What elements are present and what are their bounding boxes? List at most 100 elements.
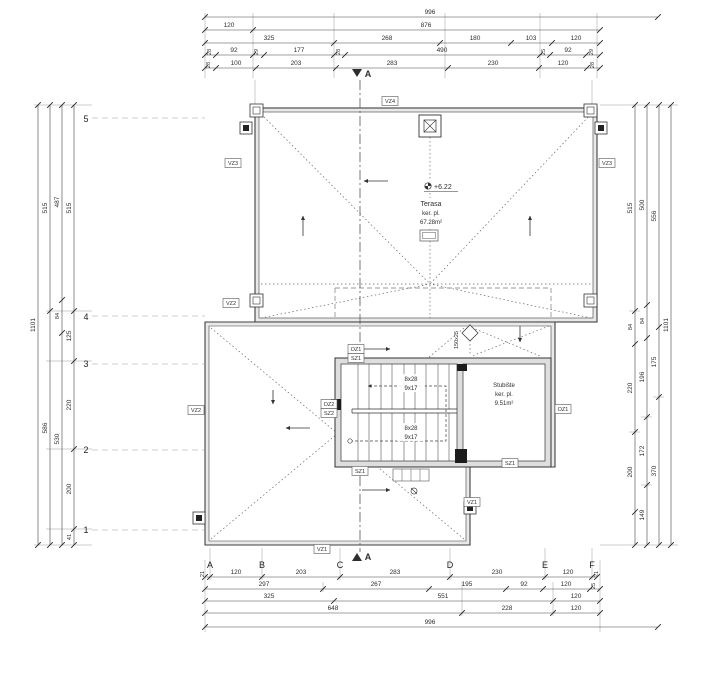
hidden-lines [334,287,552,320]
tag-label: SZ1 [351,356,361,362]
dim-tick [546,51,554,59]
dim-label: 28 [336,49,342,55]
dim-tick [596,39,604,47]
dotted-slope-line [260,283,431,319]
grid-number: 2 [83,445,88,455]
dim-tick [201,609,209,617]
chimney-cross [423,119,437,133]
dim-label: 28 [207,49,213,55]
element-tags: VZ4 VZ3 VZ3 VZ2 VZ2 VZ1 VZ1 OZ1 SZ1 OZ2 … [187,96,616,554]
dim-tick [586,585,594,593]
tag-label: VZ1 [317,547,327,553]
stair-label: 8x28 [404,426,418,432]
dim-label: 28 [590,62,596,68]
annotations: +6.22 Terasa ker. pl. 67.28m² 8x28 9x17 … [365,69,516,562]
dim-label: 29 [254,49,260,55]
tag-box [313,544,331,554]
dim-tick [425,585,433,593]
dim-tick [249,26,257,34]
stair-label: 9x17 [404,435,418,441]
dim-tick [643,334,651,342]
grid-row-numbers: 5 4 3 2 1 [83,114,88,535]
pier [252,106,261,115]
dim-label: 297 [259,581,270,588]
dim-tick [34,101,42,109]
pier [252,296,261,305]
tag-label: VZ4 [385,99,395,105]
label-halo [408,198,454,227]
dim-tick [70,525,78,533]
dim-label: 996 [425,9,436,16]
dim-label: 487 [54,196,61,207]
tag-label: VZ2 [226,301,236,307]
dim-tick [201,573,209,581]
dim-label: 515 [627,202,634,213]
dim-label: 125 [66,330,73,341]
dim-tick [654,623,662,631]
dim-label: 120 [224,22,235,29]
grid-number: 4 [83,312,88,322]
dim-tick [252,64,260,72]
dim-tick [631,340,639,348]
dim-tick [582,51,590,59]
dim-tick [507,39,515,47]
dim-label: 996 [425,619,436,626]
dim-tick [58,101,66,109]
benchmark-fill [424,186,428,190]
dim-label: 25 [591,583,597,589]
tag-label: OZ1 [351,347,362,353]
dim-tick [654,13,662,21]
dim-label: 586 [42,422,49,433]
dim-label: 230 [492,569,503,576]
dim-label: 220 [66,399,73,410]
terrace-note-box [408,198,454,242]
benchmark-icon [422,179,464,192]
dim-label: 28 [206,62,212,68]
dim-tick [34,541,42,549]
room-finish-label: ker. pl. [495,392,513,398]
dim-tick [631,428,639,436]
downspout-slash [410,487,418,495]
dim-tick [643,101,651,109]
dim-label: 120 [571,593,582,600]
dim-label: 325 [264,35,275,42]
benchmark-fill [428,182,432,186]
dim-label: 175 [651,356,658,367]
room-area-label: 9.51m² [495,401,514,407]
stair-label: 9x17 [404,386,418,392]
dim-tick [655,323,663,331]
dim-label: 325 [264,593,275,600]
dim-label: 120 [563,569,574,576]
dim-label: 92 [230,47,238,54]
dim-label: 149 [639,509,646,520]
dim-tick [201,26,209,34]
dim-tick [593,573,601,581]
room-name-label: Stubište [493,383,515,389]
dim-tick [336,573,344,581]
label-halo [397,423,425,441]
tag-label: SZ2 [324,411,334,417]
dimension-lines [34,13,675,631]
dotted-slope-line [429,113,592,285]
dim-tick [539,585,547,593]
dim-label: 84 [628,324,634,330]
dim-label: 120 [571,605,582,612]
dim-tick [201,51,209,59]
dim-tick [46,307,54,315]
slope-arrows [271,179,532,492]
grid-marker-dot [196,515,202,521]
stair-label: 8x28 [404,377,418,383]
dim-label: 120 [561,581,572,588]
dim-tick [596,597,604,605]
dim-label: 230 [488,60,499,67]
dim-tick [643,301,651,309]
dim-label: 84 [640,318,646,324]
dim-tick [631,307,639,315]
dim-tick [655,393,663,401]
tag-label: VZ1 [467,500,477,506]
dotted-slope-line [471,325,550,357]
label-halo [397,374,425,392]
dim-tick [667,541,675,549]
